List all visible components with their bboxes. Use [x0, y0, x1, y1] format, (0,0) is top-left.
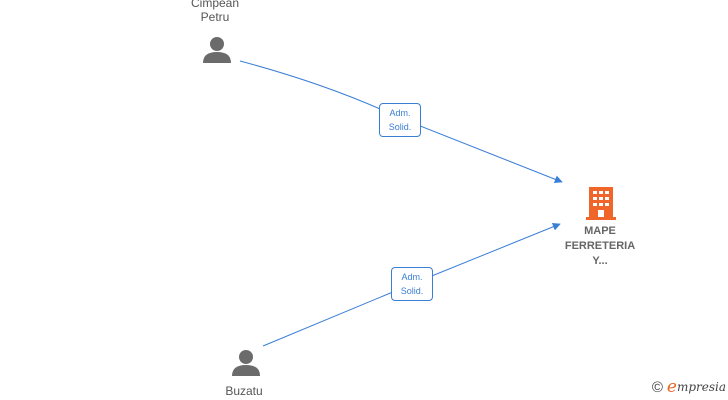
person-bottom-name: Buzatu [225, 384, 263, 398]
edge-label-top[interactable]: Adm. Solid. [379, 103, 421, 137]
building-icon[interactable] [584, 185, 618, 221]
edge-label-bottom-line1: Adm. [401, 272, 423, 282]
edge-label-top-line1: Adm. [389, 108, 411, 118]
edge-label-bottom-line2: Solid. [400, 286, 424, 296]
copyright-icon: © [651, 378, 663, 396]
edge-label-top-line2: Solid. [388, 122, 412, 132]
brand-logo-text: mpresia [676, 380, 726, 394]
person-icon[interactable] [231, 348, 261, 378]
brand-footer: ©empresia [652, 377, 726, 397]
company-name-line2: FERRETERIA [564, 240, 636, 252]
company-name-line1: MAPE [584, 225, 616, 237]
person-top-name-line2: Petru [200, 10, 230, 24]
person-top-name-line1: Cimpean [190, 0, 240, 10]
person-top-name: Cimpean Petru [189, 0, 241, 24]
company-name[interactable]: MAPE FERRETERIA Y... [550, 224, 650, 269]
brand-logo-initial: e [666, 377, 677, 397]
person-icon[interactable] [202, 35, 232, 65]
edge-label-bottom[interactable]: Adm. Solid. [391, 267, 433, 301]
company-name-line3: Y... [592, 255, 608, 267]
